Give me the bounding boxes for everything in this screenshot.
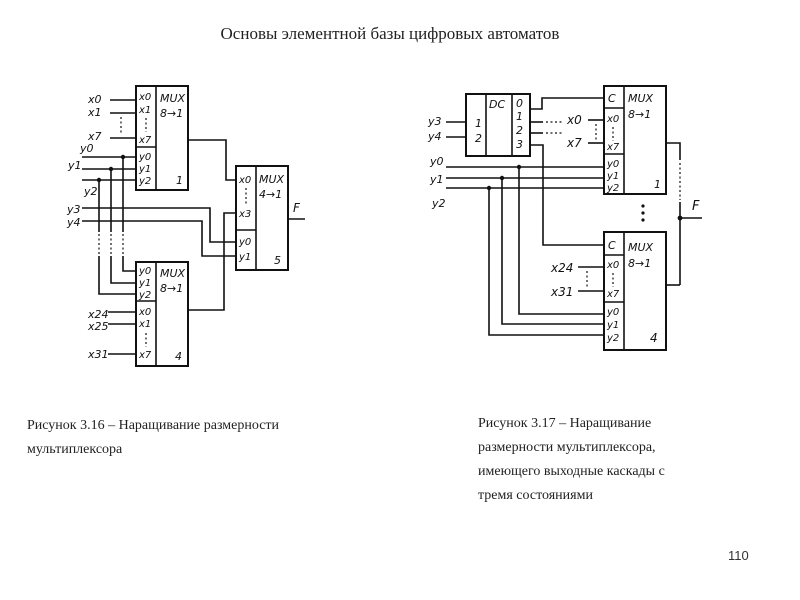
select-y2-label-2: y2 — [431, 197, 446, 210]
output-f-label-2: F — [692, 199, 700, 214]
mux-5-number: 5 — [274, 254, 281, 267]
figure-3-17-caption-line: размерности мультиплексора, — [478, 440, 656, 455]
decoder-out-3: 3 — [516, 138, 523, 151]
mux-4-sel-y1: y1 — [138, 278, 151, 289]
figure-3-17-caption-line: имеющего выходные каскады с — [478, 464, 665, 479]
tri-mux-4-number: 4 — [650, 331, 658, 345]
mux-5-block: MUX 4→1 5 x0 x3 y0 y1 — [235, 165, 289, 271]
tri-mux-4-sel-y2: y2 — [606, 333, 619, 344]
tri-mux-4-sel-y1: y1 — [606, 320, 619, 331]
tri-mux-4-sel-y0: y0 — [606, 307, 619, 318]
mux-5-sel-y0: y0 — [238, 237, 251, 248]
input-x7-label: x7 — [87, 130, 102, 143]
tri-mux-4-in-x7: x7 — [606, 289, 620, 300]
input-x0-label-2: x0 — [566, 113, 582, 127]
select-y3-label: y3 — [66, 203, 81, 216]
mux-1-in-x0: x0 — [138, 92, 151, 103]
mux-1-in-x1: x1 — [138, 105, 151, 116]
select-y1-label: y1 — [67, 159, 82, 172]
input-x24-label: x24 — [87, 308, 109, 321]
mux-4-number: 4 — [175, 350, 182, 363]
input-x31-label-2: x31 — [550, 285, 573, 299]
tri-mux-1-ratio: 8→1 — [628, 108, 651, 121]
mux-4-block: MUX 8→1 4 y0 y1 y2 x0 x1 x7 — [135, 261, 189, 367]
tri-mux-1-sel-y2: y2 — [606, 183, 619, 194]
mux-5-ratio: 4→1 — [259, 188, 282, 201]
decoder-name: DC — [489, 98, 505, 111]
mux-1-sel-y1: y1 — [138, 164, 151, 175]
mux-4-in-x1: x1 — [138, 319, 151, 330]
mux-4-in-x0: x0 — [138, 307, 151, 318]
decoder-out-0: 0 — [516, 97, 523, 110]
select-y1-label-2: y1 — [429, 173, 444, 186]
input-x24-label-2: x24 — [550, 261, 573, 275]
tri-mux-4-name: MUX — [628, 241, 654, 254]
tri-mux-1-number: 1 — [654, 178, 661, 191]
figure-3-16-caption-line: мультиплексора — [27, 442, 123, 457]
decoder-in-1: 1 — [475, 117, 482, 130]
input-x0-label: x0 — [87, 93, 102, 106]
decoder-block: DC 1 2 0 1 2 3 — [465, 93, 531, 157]
mux-1-sel-y2: y2 — [138, 176, 151, 187]
input-x1-label: x1 — [87, 106, 102, 119]
tri-mux-1-block: C MUX 8→1 1 x0 x7 y0 y1 y2 — [603, 85, 667, 195]
tri-mux-1-control: C — [608, 92, 616, 105]
mux-4-sel-y2: y2 — [138, 290, 151, 301]
decoder-input-y4-label: y4 — [427, 130, 442, 143]
select-y2-label: y2 — [83, 185, 98, 198]
select-y0-label-2: y0 — [429, 155, 444, 168]
mux-1-sel-y0: y0 — [138, 152, 151, 163]
select-y0-label: y0 — [79, 142, 94, 155]
mux-1-number: 1 — [176, 174, 183, 187]
mux-1-block: MUX 8→1 1 x0 x1 x7 y0 y1 y2 — [135, 85, 189, 191]
mux-1-name: MUX — [160, 92, 186, 105]
tri-mux-1-sel-y1: y1 — [606, 171, 619, 182]
decoder-in-2: 2 — [475, 132, 482, 145]
tri-mux-1-sel-y0: y0 — [606, 159, 619, 170]
mux-4-in-x7: x7 — [138, 350, 152, 361]
figure-3-17-caption-line: Рисунок 3.17 – Наращивание — [478, 416, 652, 431]
output-f-label: F — [293, 201, 301, 215]
mux-5-sel-y1: y1 — [238, 252, 251, 263]
decoder-out-2: 2 — [516, 124, 523, 137]
figure-3-16-caption: Рисунок 3.16 – Наращивание размерности м… — [27, 414, 367, 462]
input-x31-label: x31 — [87, 348, 109, 361]
tri-mux-4-block: C MUX 8→1 4 x0 x7 y0 y1 y2 — [603, 231, 667, 351]
mux-4-name: MUX — [160, 267, 186, 280]
tri-mux-4-in-x0: x0 — [606, 260, 619, 271]
select-y4-label: y4 — [66, 216, 81, 229]
input-x7-label-2: x7 — [566, 136, 582, 150]
mux-4-sel-y0: y0 — [138, 266, 151, 277]
mux-5-in-x0: x0 — [238, 175, 251, 186]
input-x25-label: x25 — [87, 320, 109, 333]
page-title: Основы элементной базы цифровых автомато… — [220, 24, 560, 43]
mux-5-name: MUX — [259, 173, 285, 186]
decoder-input-y3-label: y3 — [427, 115, 442, 128]
mux-1-ratio: 8→1 — [160, 107, 183, 120]
mux-5-in-x3: x3 — [238, 209, 251, 220]
figure-3-17-caption-line: тремя состояниями — [478, 488, 593, 503]
tri-mux-1-name: MUX — [628, 92, 654, 105]
tri-mux-4-ratio: 8→1 — [628, 257, 651, 270]
tri-mux-1-in-x0: x0 — [606, 114, 619, 125]
figure-3-16-caption-line: Рисунок 3.16 – Наращивание размерности — [27, 418, 280, 433]
page-number: 110 — [728, 548, 749, 563]
figure-3-17-caption: Рисунок 3.17 – Наращивание размерности м… — [478, 412, 738, 508]
mux-1-in-x7: x7 — [138, 135, 152, 146]
mux-4-ratio: 8→1 — [160, 282, 183, 295]
decoder-out-1: 1 — [516, 110, 523, 123]
tri-mux-4-control: C — [608, 239, 616, 252]
tri-mux-1-in-x7: x7 — [606, 142, 620, 153]
